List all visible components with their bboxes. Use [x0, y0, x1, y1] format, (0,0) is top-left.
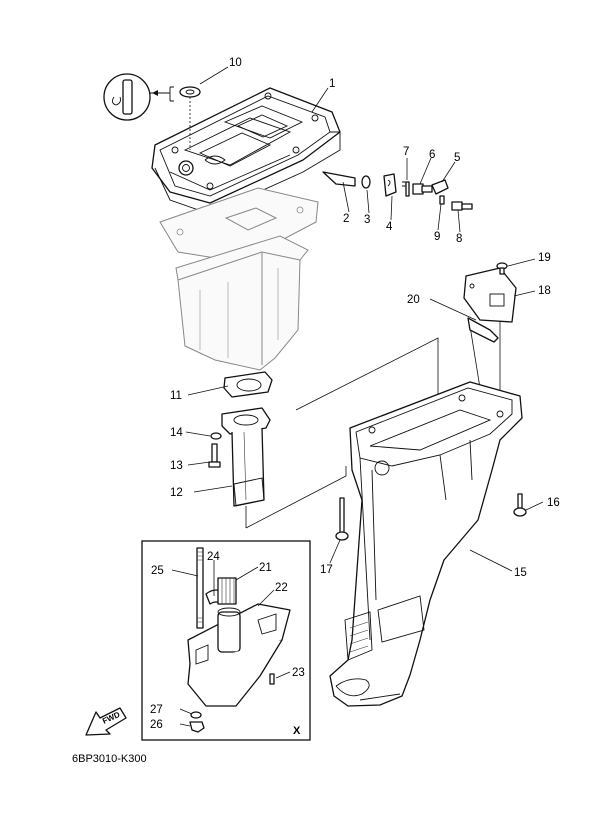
part-27-washer [190, 711, 202, 719]
label-10: 10 [229, 57, 242, 69]
label-1: 1 [329, 78, 335, 90]
part-26-nut [189, 721, 205, 733]
label-17: 17 [320, 564, 333, 576]
oil-pan [175, 235, 309, 371]
label-7: 7 [403, 146, 409, 158]
part-11-gasket [223, 371, 273, 398]
label-6: 6 [429, 149, 435, 161]
part-13-bolt [208, 443, 221, 468]
label-21: 21 [259, 562, 272, 574]
upper-casing-exhaust-guide [151, 87, 341, 215]
label-8: 8 [456, 233, 462, 245]
label-14: 14 [170, 427, 183, 439]
part-16-bolt [513, 493, 527, 517]
part-14-washer [210, 432, 222, 440]
label-2: 2 [343, 213, 349, 225]
label-5: 5 [454, 152, 460, 164]
label-11: 11 [170, 390, 182, 402]
part-20-bracket [467, 317, 499, 343]
part-18-plate [463, 267, 517, 323]
label-13: 13 [170, 460, 183, 472]
label-20: 20 [407, 294, 420, 306]
inset-label: X [293, 725, 301, 737]
label-22: 22 [275, 582, 288, 594]
label-15: 15 [514, 567, 527, 579]
part-22-lower-case-plate [187, 603, 291, 707]
part-23-pin [269, 673, 275, 685]
label-25: 25 [151, 565, 164, 577]
label-18: 18 [538, 285, 551, 297]
label-12: 12 [170, 487, 183, 499]
part-15-upper-case [329, 381, 523, 707]
label-19: 19 [538, 252, 551, 264]
diagram-code: 6BP3010-K300 [72, 753, 147, 765]
part-12-driveshaft-housing [221, 407, 271, 507]
part-17-bolt [335, 497, 349, 541]
small-hardware-row [322, 171, 473, 211]
inset-detail-box [141, 540, 311, 741]
label-9: 9 [434, 231, 440, 243]
label-16: 16 [547, 497, 560, 509]
label-3: 3 [364, 214, 370, 226]
dowel-pin-detail-callout [103, 73, 174, 121]
label-4: 4 [386, 221, 393, 233]
part-25-stud [196, 547, 204, 629]
part-10-washer [179, 86, 201, 150]
fwd-arrow-icon: FWD [85, 707, 127, 736]
label-24: 24 [207, 551, 220, 563]
label-23: 23 [292, 667, 305, 679]
upper-casing-gasket [159, 187, 319, 263]
part-21-impeller [217, 577, 237, 605]
leader-lines [171, 66, 544, 727]
part-number-labels: 10 1 2 3 4 7 6 5 9 8 19 18 20 11 14 13 1… [72, 57, 560, 765]
label-27: 27 [150, 704, 163, 716]
part-19-screw [496, 262, 508, 275]
label-26: 26 [150, 719, 163, 731]
